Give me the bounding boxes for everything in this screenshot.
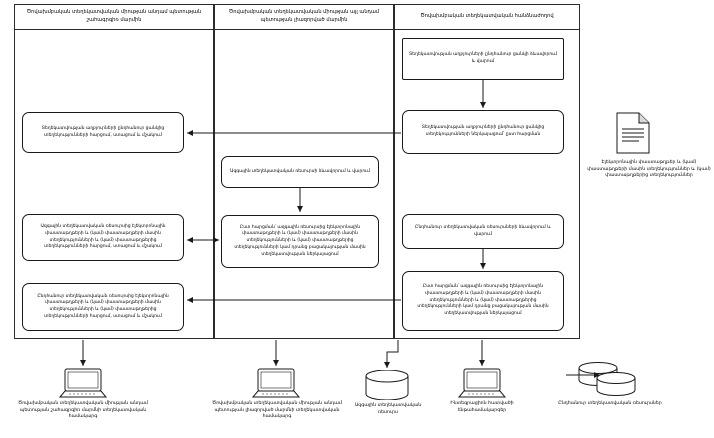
process-box-right-2[interactable]: Տեղեկատվության աղբյուրների ընդհանուր ցան… (402, 110, 564, 154)
node-caption-3: Ազգային տեղեկատվական ռեսուրս (354, 403, 422, 415)
swimlane-middle (214, 4, 394, 339)
swimlane-left (14, 4, 214, 339)
lane-header-left-label: Ծովախմբական տեղեկատվական միության անդամ … (26, 9, 202, 23)
process-box-right-1[interactable]: Տեղեկատվության աղբյուրների ընդհանուր ցան… (402, 38, 564, 80)
lane-header-right-label: Ծովախմբական տեղեկատվական հանձնաժողով (420, 12, 554, 19)
monitor-icon-node-1 (57, 368, 109, 398)
process-box-left-2[interactable]: Ազգային տեղեկատվական ռեսուրսից էլեկտրոնա… (22, 214, 184, 261)
lane-header-divider-left (14, 29, 214, 30)
lane-header-divider-middle (214, 29, 394, 30)
document-icon (616, 112, 650, 154)
database-icon-node-3 (363, 369, 411, 401)
document-note-caption: Էլեկտրոնային փաստաթղթեր և (կամ) փաստաթղթ… (587, 160, 711, 179)
node-caption-4: Ինտեգրացիոն հատվածի ենթահամակարգեր (450, 401, 514, 413)
node-caption-2: Ծովախմբական տեղեկատվական միության անդամ … (212, 401, 342, 420)
lane-header-divider-right (394, 29, 580, 30)
monitor-icon-node-4 (456, 368, 508, 398)
arrow-right-lane-to-node3 (384, 340, 399, 368)
process-box-right-3[interactable]: Ընդհանուր տեղեկատվական ռեսուրսների ձևավո… (402, 214, 564, 249)
process-box-left-1[interactable]: Տեղեկատվության աղբյուրների ընդհանուր ցան… (22, 112, 184, 153)
node-caption-1: Ծովախմբական տեղեկատվական միության անդամ … (18, 401, 148, 420)
process-box-middle-2[interactable]: Ըստ հարցման՝ ազգային ռեսուրսից էլեկտրոնա… (221, 215, 379, 268)
process-box-left-3[interactable]: Ընդհանուր տեղեկատվական ռեսուրսից էլեկտրո… (22, 283, 184, 331)
database-stack-icon-node-5 (575, 362, 645, 400)
monitor-icon-node-2 (250, 368, 302, 398)
process-box-middle-1[interactable]: Ազգային տեղեկատվական ռեսուրսի ձևավորում … (221, 156, 379, 188)
swimlane-right (394, 4, 580, 339)
lane-header-middle-label: Ծովախմբական տեղեկատվական միության այլ ան… (228, 9, 380, 23)
process-box-right-4[interactable]: Ըստ հարցման՝ ազգային ռեսուրսից էլեկտրոնա… (402, 271, 564, 331)
node-caption-5: Ընդհանուր տեղեկատվական ռեսուրսներ (558, 401, 662, 406)
